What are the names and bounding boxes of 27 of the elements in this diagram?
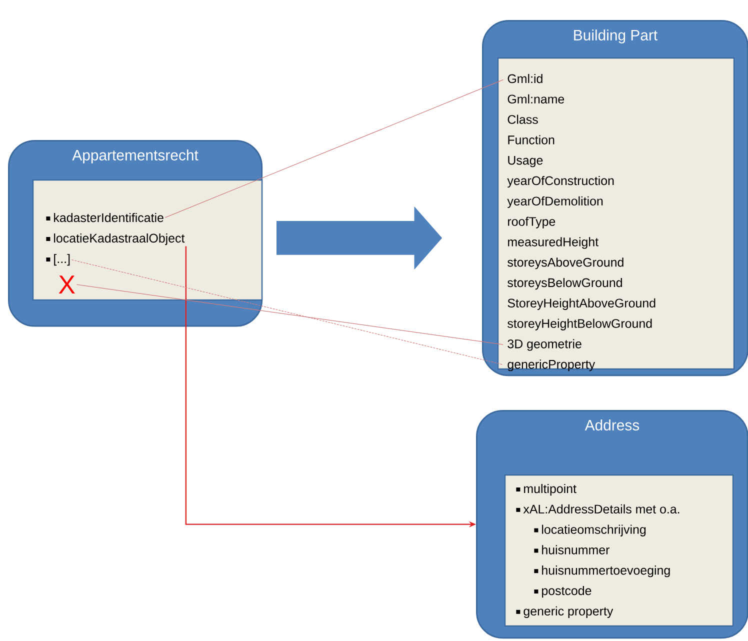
list-item: Function	[508, 135, 554, 144]
connector-line	[76, 284, 504, 345]
list-item: yearOfDemolition	[507, 196, 603, 208]
list-item: locatieKadastraalObject	[46, 233, 185, 246]
list-item: Gml:name	[508, 94, 564, 104]
list-item: Usage	[508, 156, 543, 168]
list-item: generic property	[516, 606, 614, 618]
list-item: huisnummer	[534, 545, 610, 554]
list-item: storeyHeightBelowGround	[508, 318, 652, 330]
list-item: postcode	[534, 586, 592, 598]
list-item: storeysBelowGround	[508, 278, 622, 290]
list-item: huisnummertoevoeging	[534, 566, 670, 578]
list-item: roofType	[508, 216, 556, 228]
list-item: 3D geometrie	[508, 339, 582, 351]
list-item: locatieomschrijving	[534, 524, 646, 536]
list-item: multipoint	[516, 484, 576, 496]
list-item: storeysAboveGround	[508, 258, 624, 270]
list-item: Gml:id	[508, 74, 542, 84]
list-item: kadasterIdentificatie	[46, 212, 164, 222]
list-item: measuredHeight	[508, 237, 598, 249]
list-item: yearOfConstruction	[507, 176, 614, 188]
cross-mark: X	[58, 276, 75, 294]
connector-line	[71, 259, 504, 365]
list-item: [...]	[46, 254, 70, 266]
list-item: xAL:AddressDetails met o.a.	[516, 504, 680, 514]
list-item: StoreyHeightAboveGround	[508, 298, 656, 310]
list-item: Class	[508, 114, 538, 124]
